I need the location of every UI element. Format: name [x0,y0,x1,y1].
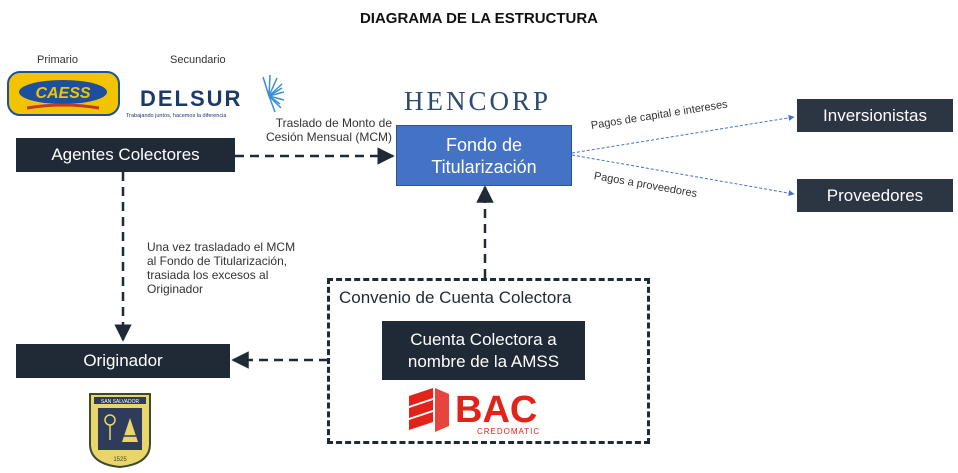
mcm-label: Traslado de Monto de Cesión Mensual (MCM… [240,116,392,144]
convenio-title: Convenio de Cuenta Colectora [339,288,572,307]
cuenta-colectora-box: Cuenta Colectora a nombre de la AMSS [382,321,585,380]
bac-logo-text: BAC [455,389,537,431]
pagos-proveedores-arrow [571,154,795,197]
seal-bottom-text: 1525 [113,457,127,463]
pagos-capital-arrow [571,114,795,154]
mcm-label-line1: Traslado de Monto de [275,116,392,130]
excesos-line-3: trasiada los excesos al [147,268,269,282]
mcm-label-line2: Cesión Mensual (MCM) [265,130,392,144]
cuenta-line1: Cuenta Colectora a [410,329,557,349]
credomatic-logo-text: CREDOMATIC [477,427,540,436]
delsur-logo-text: DELSUR [140,86,242,111]
cuenta-line2: nombre de la AMSS [407,351,560,371]
san-salvador-seal: SAN SALVADOR 1525 [88,392,152,469]
primario-label: Primario [37,54,78,66]
delsur-tagline: Trabajando juntos, hacemos la diferencia [126,113,227,119]
caess-logo: CAESS [7,71,120,116]
secundario-label: Secundario [170,54,226,66]
fondo-line2: Titularización [431,156,537,177]
fondo-titularizacion-box: Fondo de Titularización [396,125,572,186]
excesos-note: Una vez trasladado el MCM al Fondo de Ti… [147,240,307,296]
delsur-logo: DELSUR Trabajando juntos, hacemos la dif… [124,62,289,122]
bac-credomatic-logo: BAC CREDOMATIC [405,386,565,440]
proveedores-box: Proveedores [797,179,953,212]
inversionistas-box: Inversionistas [797,99,953,132]
excesos-line-2: al Fondo de Titularización, [147,254,288,268]
originador-box: Originador [16,344,230,378]
seal-top-text: SAN SALVADOR [101,399,140,405]
hencorp-logo: HENCORP [404,86,552,116]
excesos-line-1: Una vez trasladado el MCM [147,240,296,254]
excesos-line-4: Originador [147,282,204,296]
fondo-line1: Fondo de [445,134,523,155]
convenio-frame [327,278,650,444]
diagram-title: DIAGRAMA DE LA ESTRUCTURA [359,10,599,27]
agentes-colectores-box: Agentes Colectores [16,138,235,172]
caess-logo-text: CAESS [35,85,90,102]
